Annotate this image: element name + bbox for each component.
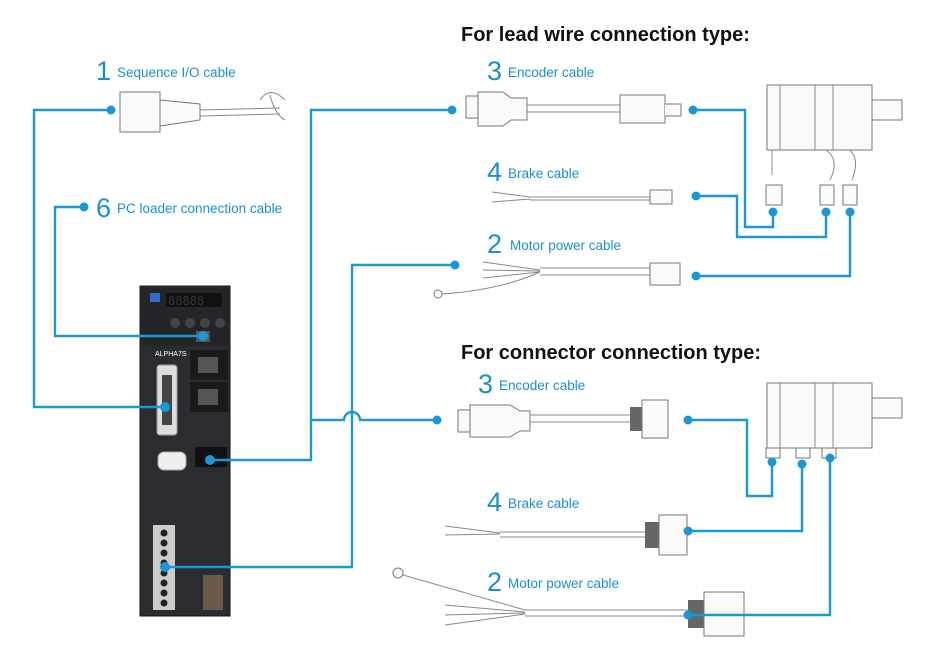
wire-motor-power-amp	[160, 260, 460, 572]
svg-text:2: 2	[487, 229, 502, 259]
svg-text:3: 3	[478, 369, 493, 399]
label-conn-encoder: 3 Encoder cable	[478, 369, 585, 399]
lead-motor-power-cable-drawing	[433, 261, 681, 299]
connector-title: For connector connection type:	[461, 342, 761, 364]
svg-text:PC loader connection cable: PC loader connection cable	[117, 201, 282, 216]
svg-text:88888: 88888	[168, 294, 204, 308]
wire-pc-loader	[53, 202, 208, 341]
label-lead-encoder: 3 Encoder cable	[487, 56, 594, 86]
svg-text:6: 6	[96, 193, 111, 223]
wire-lead-motor	[688, 105, 855, 281]
wire-connector-motor	[683, 415, 835, 620]
svg-text:1: 1	[96, 56, 111, 86]
conn-encoder-cable-drawing	[457, 399, 669, 439]
svg-text:3: 3	[487, 56, 502, 86]
svg-text:Brake cable: Brake cable	[508, 166, 579, 181]
conn-brake-cable-drawing	[444, 514, 688, 556]
lead-brake-cable-drawing	[491, 189, 673, 205]
lead-encoder-cable-drawing	[465, 91, 682, 127]
wire-sequence-io	[32, 105, 170, 412]
label-lead-brake: 4 Brake cable	[487, 157, 579, 187]
svg-text:ALPHA7S: ALPHA7S	[155, 351, 187, 358]
svg-text:4: 4	[487, 157, 502, 187]
sequence-io-cable-drawing	[119, 91, 286, 133]
label-conn-motor-power: 2 Motor power cable	[487, 567, 619, 597]
svg-text:Encoder cable: Encoder cable	[508, 65, 594, 80]
label-pc-loader: 6 PC loader connection cable	[96, 193, 282, 223]
label-lead-motor-power: 2 Motor power cable	[487, 229, 621, 259]
motor-lead-wire	[765, 84, 903, 206]
lead-wire-title: For lead wire connection type:	[461, 24, 750, 46]
svg-text:Brake cable: Brake cable	[508, 496, 579, 511]
svg-text:Motor power cable: Motor power cable	[510, 238, 621, 253]
logo-icon	[150, 293, 160, 302]
label-sequence-io: 1 Sequence I/O cable	[96, 56, 236, 86]
motor-connector	[765, 382, 903, 459]
svg-text:Sequence I/O cable: Sequence I/O cable	[117, 65, 236, 80]
svg-text:Motor power cable: Motor power cable	[508, 576, 619, 591]
svg-text:Encoder cable: Encoder cable	[499, 378, 585, 393]
svg-text:4: 4	[487, 487, 502, 517]
wire-encoder-amp	[205, 105, 457, 465]
label-conn-brake: 4 Brake cable	[487, 487, 579, 517]
svg-text:2: 2	[487, 567, 502, 597]
